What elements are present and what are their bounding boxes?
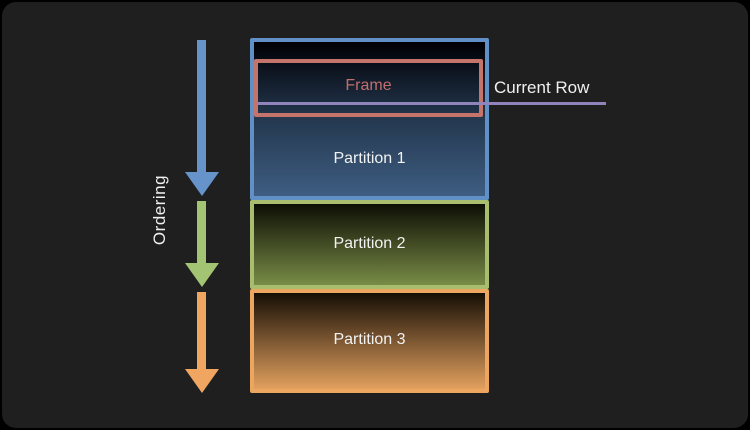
current-row-label: Current Row [494,78,590,97]
partition-1-label: Partition 1 [333,150,406,167]
ordering-axis-label: Ordering [150,174,169,246]
arrow-down-icon [184,369,219,393]
arrow-shaft [197,201,206,263]
partition-3-box [250,289,489,393]
partition-2-box [250,200,489,289]
partition-1-box [250,38,489,200]
current-row-line [258,102,606,105]
frame-label: Frame [345,77,392,94]
frame-box: Frame [254,59,483,117]
ordering-arrow-partition-1 [184,40,219,196]
arrow-shaft [197,292,206,369]
ordering-arrow-partition-3 [184,292,219,393]
arrow-down-icon [184,172,219,196]
arrow-down-icon [184,263,219,287]
partition-2-label: Partition 2 [333,235,406,252]
ordering-arrow-partition-2 [184,201,219,287]
arrow-shaft [197,40,206,172]
partition-3-label: Partition 3 [333,331,406,348]
